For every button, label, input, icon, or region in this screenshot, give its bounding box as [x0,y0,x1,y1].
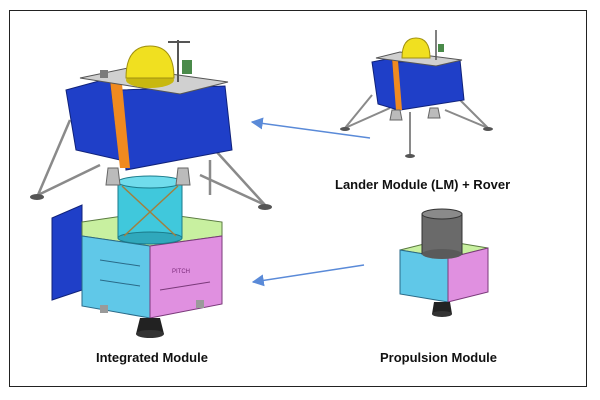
pm-cylinder [421,213,463,255]
integrated-module-label: Integrated Module [96,350,208,365]
pm-right-face [149,235,223,319]
lander-solar-right [119,85,233,171]
pm-nozzle [136,318,164,334]
propulsion-module-label: Propulsion Module [380,350,497,365]
lander-module-illustration [340,30,493,158]
lander-orange-frame [110,80,130,168]
arrow-to-lander [250,117,371,139]
pm-left-face [81,235,151,319]
pm-panel-text: PITCH [172,269,190,275]
pm-solar-panel [51,204,83,301]
arrow-to-propulsion [251,264,365,287]
propulsion-module-illustration [399,208,489,317]
lander-legs [36,119,266,207]
lander-module-label: Lander Module (LM) + Rover [335,177,511,192]
lander-dome [125,45,175,79]
diagram-border [9,10,587,387]
integrated-module-illustration: PITCH [30,40,272,338]
